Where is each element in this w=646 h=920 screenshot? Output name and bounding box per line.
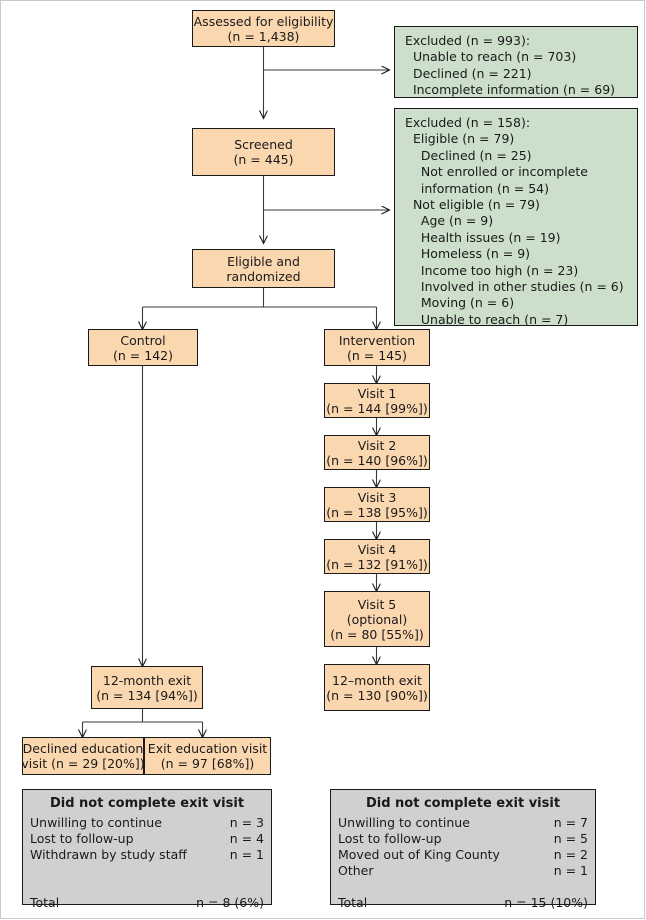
node-visit-5-label: Visit 5 (optional) (n = 80 [55%]) (330, 596, 424, 642)
node-visit-3: Visit 3 (n = 138 [95%]) (324, 487, 430, 522)
node-declined-education-label: Declined education visit (n = 29 [20%]) (21, 741, 145, 771)
summary-row-value: n = 7 (553, 815, 588, 830)
summary-spacer (23, 879, 271, 895)
summary-total-label: Total (338, 895, 368, 910)
summary-row-value: n = 4 (229, 831, 264, 846)
box-excluded-first: Excluded (n = 993): Unable to reach (n =… (394, 26, 638, 98)
node-visit-5: Visit 5 (optional) (n = 80 [55%]) (324, 591, 430, 647)
summary-control-rows: Unwilling to continue n = 3 Lost to foll… (23, 815, 271, 863)
summary-total-value: n = 8 (6%) (196, 895, 264, 910)
summary-row: Moved out of King County n = 2 (338, 847, 588, 863)
summary-total-value: n = 15 (10%) (504, 895, 588, 910)
node-assessed-label: Assessed for eligibility (n = 1,438) (193, 13, 334, 44)
summary-row-value: n = 2 (553, 847, 588, 862)
box-excluded-second-text: Excluded (n = 158): Eligible (n = 79) De… (405, 115, 624, 327)
summary-control-title: Did not complete exit visit (49, 796, 245, 811)
node-exit-education-label: Exit education visit (n = 97 [68%]) (147, 741, 268, 771)
node-visit-2-label: Visit 2 (n = 140 [96%]) (326, 437, 428, 468)
summary-intervention-did-not-complete: Did not complete exit visit Unwilling to… (330, 789, 596, 910)
node-intervention-exit-label: 12–month exit (n = 130 [90%]) (326, 672, 428, 703)
node-exit-education-visit: Exit education visit (n = 97 [68%]) (144, 737, 271, 775)
node-visit-1-label: Visit 1 (n = 144 [99%]) (326, 385, 428, 416)
node-visit-4-label: Visit 4 (n = 132 [91%]) (326, 541, 428, 572)
summary-row: Lost to follow-up n = 5 (338, 831, 588, 847)
summary-row: Unwilling to continue n = 7 (338, 815, 588, 831)
summary-intervention-rows: Unwilling to continue n = 7 Lost to foll… (331, 815, 595, 879)
summary-row: Lost to follow-up n = 4 (30, 831, 264, 847)
summary-control-did-not-complete: Did not complete exit visit Unwilling to… (22, 789, 272, 910)
summary-control-total: Total n = 8 (6%) (23, 895, 271, 911)
box-excluded-second: Excluded (n = 158): Eligible (n = 79) De… (394, 108, 638, 327)
node-declined-education-visit: Declined education visit (n = 29 [20%]) (21, 737, 145, 775)
node-control-12-month-exit: 12-month exit (n = 134 [94%]) (91, 666, 203, 709)
summary-row-label: Lost to follow-up (30, 831, 134, 846)
node-intervention: Intervention (n = 145) (324, 329, 430, 366)
node-control-exit-label: 12-month exit (n = 134 [94%]) (96, 672, 198, 703)
box-excluded-first-text: Excluded (n = 993): Unable to reach (n =… (405, 33, 616, 98)
node-eligible-and-randomized: Eligible and randomized (192, 249, 335, 288)
summary-row-value: n = 1 (553, 863, 588, 878)
node-visit-2: Visit 2 (n = 140 [96%]) (324, 435, 430, 470)
summary-row: Unwilling to continue n = 3 (30, 815, 264, 831)
node-control: Control (n = 142) (88, 329, 198, 366)
summary-row-value: n = 3 (229, 815, 264, 830)
node-intervention-12-month-exit: 12–month exit (n = 130 [90%]) (324, 664, 430, 711)
node-screened: Screened (n = 445) (192, 128, 335, 176)
summary-spacer (23, 863, 271, 879)
summary-row-label: Other (338, 863, 374, 878)
summary-row-label: Unwilling to continue (338, 815, 470, 830)
node-visit-3-label: Visit 3 (n = 138 [95%]) (326, 489, 428, 520)
summary-row-value: n = 5 (553, 831, 588, 846)
node-screened-label: Screened (n = 445) (233, 137, 294, 167)
summary-row: Withdrawn by study staff n = 1 (30, 847, 264, 863)
node-visit-1: Visit 1 (n = 144 [99%]) (324, 383, 430, 418)
summary-total-label: Total (30, 895, 60, 910)
summary-row-label: Withdrawn by study staff (30, 847, 187, 862)
node-assessed-for-eligibility: Assessed for eligibility (n = 1,438) (192, 10, 335, 47)
summary-row-label: Unwilling to continue (30, 815, 162, 830)
summary-intervention-total: Total n = 15 (10%) (331, 895, 595, 911)
summary-spacer (331, 879, 595, 895)
node-control-label: Control (n = 142) (113, 332, 173, 363)
summary-row: Other n = 1 (338, 863, 588, 879)
summary-row-label: Lost to follow-up (338, 831, 442, 846)
node-visit-4: Visit 4 (n = 132 [91%]) (324, 539, 430, 574)
summary-row-label: Moved out of King County (338, 847, 500, 862)
node-intervention-label: Intervention (n = 145) (338, 332, 416, 363)
node-randomized-label: Eligible and randomized (226, 253, 301, 284)
summary-intervention-title: Did not complete exit visit (365, 796, 561, 811)
summary-row-value: n = 1 (229, 847, 264, 862)
